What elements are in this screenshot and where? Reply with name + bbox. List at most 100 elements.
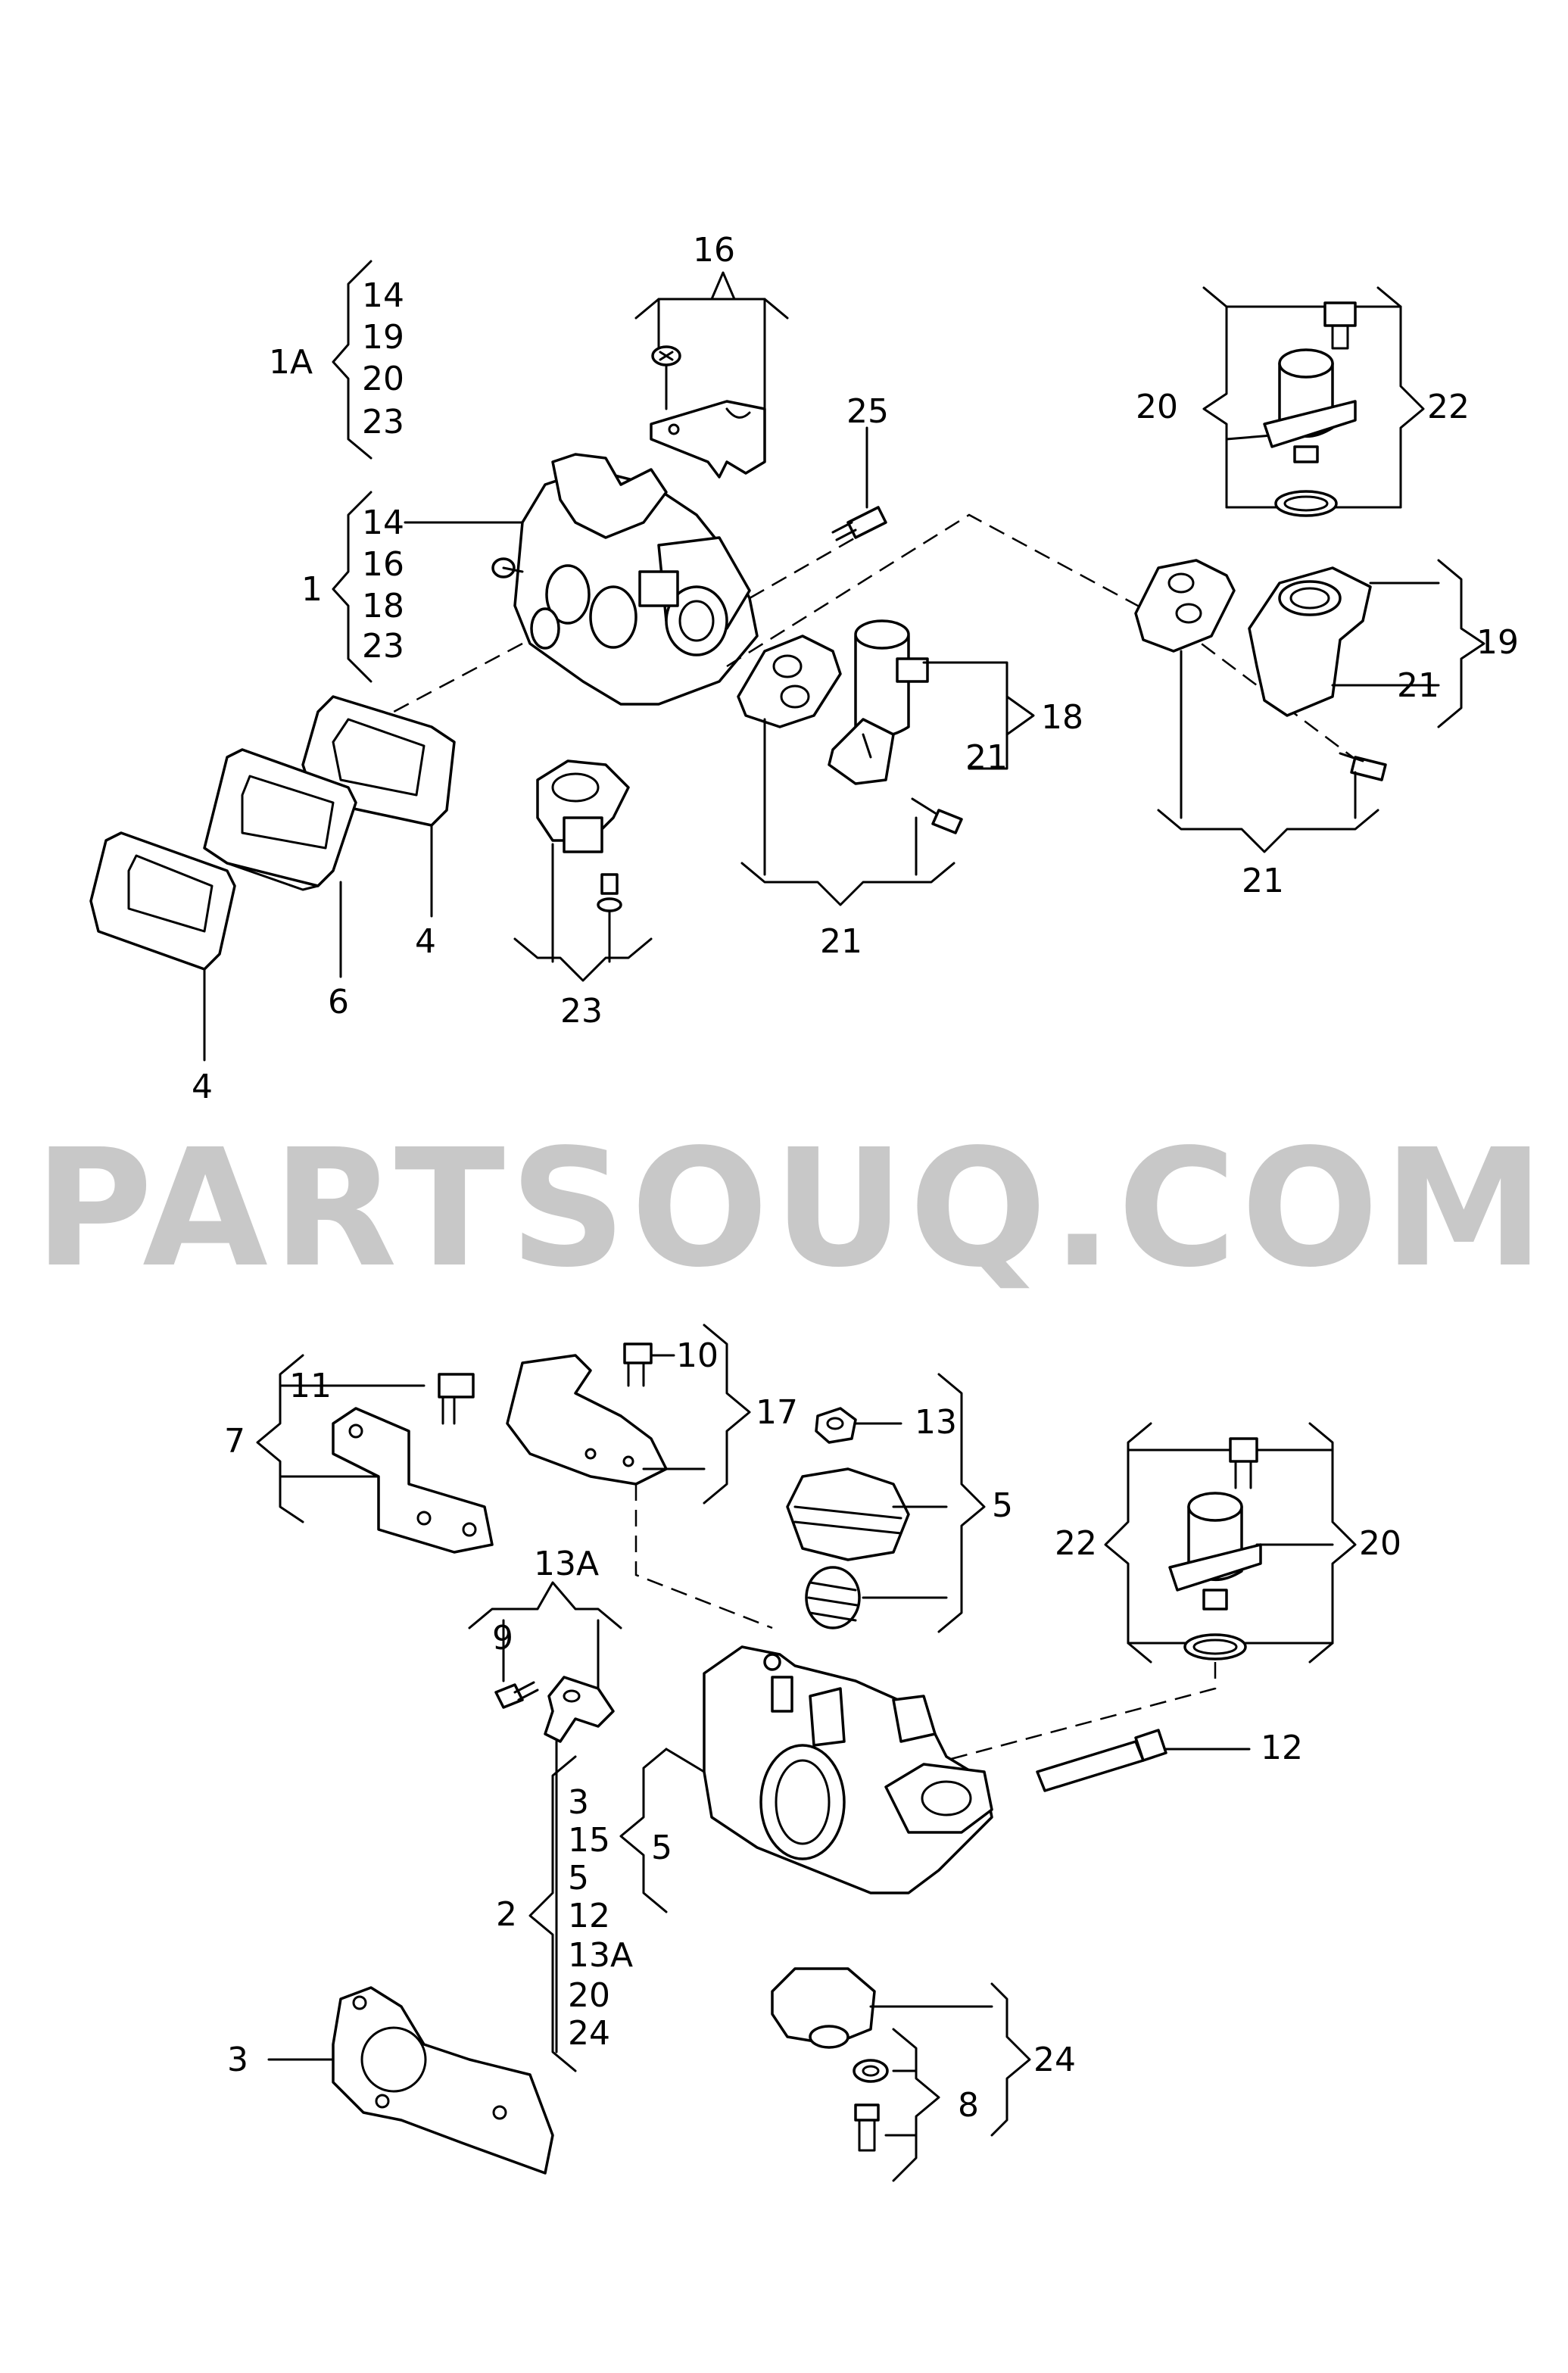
label-19: 19	[1476, 623, 1519, 662]
label-18: 18	[1041, 698, 1083, 737]
label-5-mid: 5	[651, 1829, 672, 1867]
label-20-top: 20	[1136, 388, 1178, 426]
label-5-right: 5	[992, 1486, 1013, 1525]
label-21-bottom-right: 21	[1242, 862, 1284, 900]
dash-gasket	[393, 642, 523, 713]
label-9: 9	[492, 1619, 513, 1657]
label-20-bottom: 20	[1359, 1524, 1401, 1563]
brace-21-mid	[740, 862, 955, 906]
label-21-right: 21	[1397, 666, 1439, 705]
label-1A-19: 19	[362, 318, 404, 357]
screw-20-upper	[1323, 301, 1357, 350]
bracket-16-group	[634, 271, 789, 410]
label-8: 8	[958, 2086, 979, 2125]
bracket-19	[1331, 582, 1440, 687]
bracket-7	[332, 1407, 494, 1554]
brace-5-right	[937, 1373, 986, 1633]
idle-valve-18	[828, 619, 929, 785]
throttle-body-lower	[703, 1645, 993, 1894]
gasket-18	[737, 635, 842, 728]
gasket-6	[203, 748, 357, 891]
brace-7	[256, 1354, 304, 1523]
brace-2	[528, 1755, 577, 2072]
screw-8	[854, 2103, 880, 2152]
idle-sensor-20-lower	[1168, 1492, 1262, 1611]
bolt-11	[438, 1373, 475, 1425]
bolt-12	[1036, 1729, 1167, 1792]
label-2-24: 24	[568, 2014, 610, 2053]
screw-23	[597, 873, 622, 912]
label-13A: 13A	[534, 1545, 599, 1583]
bracket-20-22-upper	[1202, 286, 1425, 509]
brace-5-mid	[619, 1748, 668, 1913]
bolt-21-right	[1339, 752, 1387, 781]
label-11: 11	[289, 1367, 332, 1405]
label-22-bottom: 22	[1055, 1524, 1097, 1563]
cover-5	[786, 1467, 910, 1561]
label-1-23: 23	[362, 627, 404, 666]
brace-21-right	[1157, 809, 1379, 853]
brace-18	[1005, 695, 1035, 736]
brace-17	[703, 1324, 751, 1505]
label-1A-20: 20	[362, 360, 404, 398]
callout-labels: 16 1A 14 19 20 23 1 14 16 18 23 25 20 22…	[192, 231, 1519, 2125]
screw-16	[651, 345, 681, 410]
bracket-21-mid	[763, 718, 918, 876]
label-25: 25	[846, 392, 889, 431]
label-22-top: 22	[1427, 388, 1470, 426]
label-1: 1	[301, 570, 323, 609]
label-7: 7	[224, 1422, 245, 1461]
gasket-4-left	[89, 831, 236, 971]
sensor-23	[536, 759, 630, 853]
label-21-mid: 21	[965, 738, 1008, 777]
brace-19	[1437, 559, 1485, 728]
label-1-14: 14	[362, 504, 404, 542]
bracket-18	[922, 661, 1008, 770]
brace-1	[332, 491, 373, 683]
brace-8	[892, 2028, 940, 2182]
label-2-3: 3	[568, 1783, 589, 1822]
bolt-21-mid	[911, 797, 963, 834]
label-3: 3	[227, 2041, 248, 2079]
lever-13A	[544, 1676, 615, 1743]
label-12-right: 12	[1261, 1729, 1303, 1767]
sensor-24	[771, 1967, 876, 2049]
label-24: 24	[1033, 2041, 1076, 2079]
label-2: 2	[496, 1895, 517, 1934]
spring-5	[805, 1566, 861, 1629]
bolt-25	[831, 426, 887, 541]
brace-1A	[332, 260, 373, 460]
brace-23	[513, 937, 653, 982]
housing-19	[1248, 566, 1372, 717]
bracket-13A	[502, 1619, 600, 1698]
bracket-21-right	[1180, 650, 1357, 819]
label-2-20: 20	[568, 1976, 610, 2015]
idle-sensor-20-upper	[1263, 348, 1357, 463]
label-1A-23: 23	[362, 403, 404, 441]
dash-17	[634, 1484, 773, 1629]
oring-20-upper	[1274, 490, 1338, 517]
bracket-16	[650, 400, 766, 479]
label-6: 6	[328, 983, 349, 1021]
leader-8	[884, 2069, 918, 2137]
label-23: 23	[560, 992, 603, 1031]
label-1A-14: 14	[362, 276, 404, 315]
brace-13A	[468, 1581, 622, 1629]
label-1-18: 18	[362, 587, 404, 625]
label-1A: 1A	[269, 343, 313, 382]
label-17: 17	[756, 1393, 798, 1432]
throttle-body-upper	[491, 453, 759, 706]
label-4-left: 4	[192, 1068, 213, 1106]
label-13: 13	[915, 1403, 957, 1442]
gasket-21-right	[1134, 559, 1236, 653]
bracket-23	[551, 843, 611, 963]
dash-25	[749, 536, 856, 600]
label-2-12: 12	[568, 1897, 610, 1935]
label-1-16: 16	[362, 545, 404, 584]
bracket-17	[506, 1354, 668, 1486]
brace-24	[990, 1982, 1031, 2137]
nut-13	[815, 1407, 857, 1444]
label-4-right: 4	[415, 922, 436, 961]
